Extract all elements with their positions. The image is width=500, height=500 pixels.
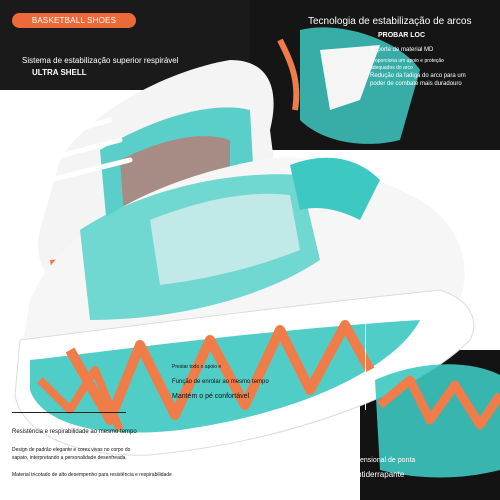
support-line-2: Função de enrolar ao mesmo tempo xyxy=(172,379,269,385)
support-line-3: Mantém o pé confortável xyxy=(172,393,250,400)
category-badge: BASKETBALL SHOES xyxy=(12,13,136,28)
ultra-shell-title: ULTRA SHELL xyxy=(32,68,87,77)
bottom-left-desc-1: Design de padrão elegante e cores vivas … xyxy=(12,447,131,453)
vertical-divider xyxy=(365,318,366,410)
bottom-left-title: Resistência e respirabilidade ao mesmo t… xyxy=(12,429,137,435)
probar-loc-title: Tecnologia de estabilização de arcos xyxy=(308,16,472,27)
ultra-shell-subtitle: Sistema de estabilização superior respir… xyxy=(22,56,179,65)
outsole-texture-title: Textura tridimensional de ponta xyxy=(318,457,416,464)
probar-loc-bullet-1: Suporte de material MD xyxy=(370,47,434,53)
bottom-left-desc-2: sapato, interpretando a personalidade de… xyxy=(12,455,127,461)
probar-loc-bullet-2: Proporciona um apoio e proteção xyxy=(370,58,444,64)
probar-loc-bullet-4: Redução da fadiga do arco para um xyxy=(370,73,466,79)
probar-loc-subtitle: PROBAR LOC xyxy=(378,32,426,39)
outsole-texture-subtitle: Borracha antiderrapante xyxy=(318,470,405,479)
probar-loc-bullet-5: poder de combate mais duradouro xyxy=(370,81,462,87)
horizontal-divider xyxy=(12,412,126,413)
bottom-left-desc-3: Material tricotado de alto desempenho pa… xyxy=(12,472,172,478)
support-line-1: Prestar todo o apoio e xyxy=(172,364,222,370)
probar-loc-bullet-3: adequados do arco xyxy=(370,65,413,71)
